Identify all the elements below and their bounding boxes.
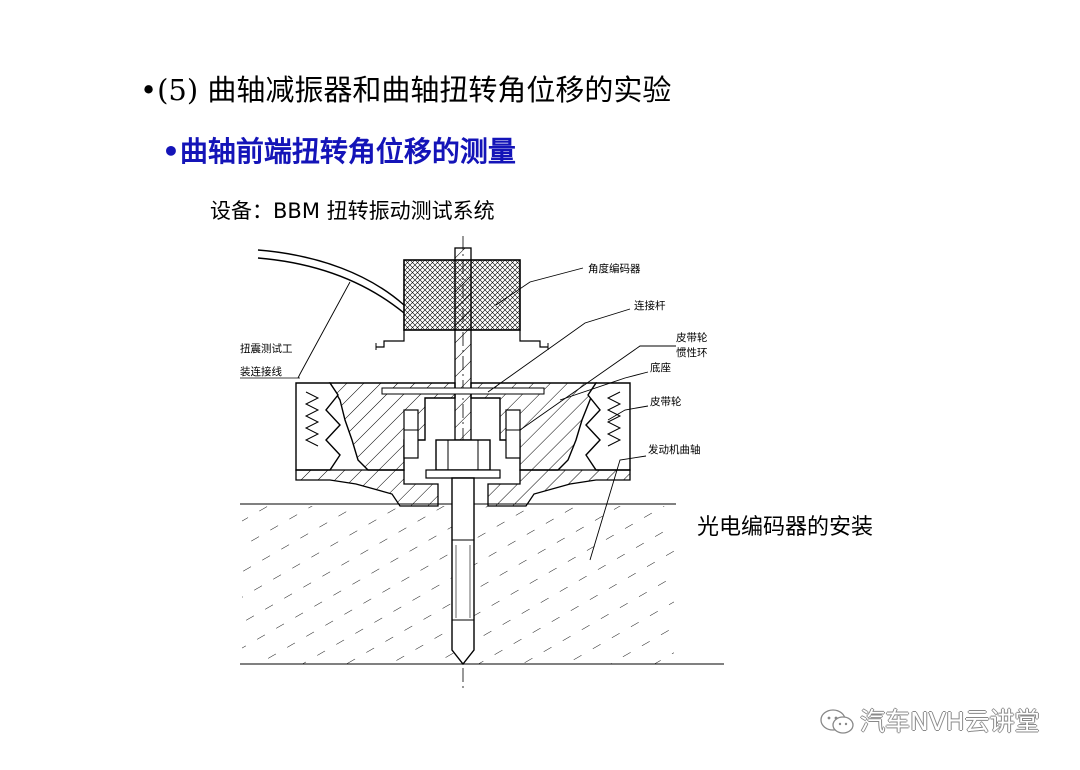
pulley-rim-right bbox=[585, 382, 631, 471]
watermark: 汽车NVH云讲堂 bbox=[818, 704, 1040, 740]
slide-subtitle: •曲轴前端扭转角位移的测量 bbox=[162, 135, 516, 168]
slide-title: •(5) 曲轴减振器和曲轴扭转角位移的实验 bbox=[140, 73, 672, 107]
bolt-right bbox=[505, 409, 521, 459]
figure-caption: 光电编码器的安装 bbox=[697, 515, 874, 540]
crankshaft-bolt bbox=[451, 477, 475, 666]
test-cable bbox=[257, 249, 405, 306]
label-pulley-ring-2: 惯性环 bbox=[676, 346, 708, 359]
wechat-icon bbox=[820, 709, 854, 734]
label-pulley-ring-1: 皮带轮 bbox=[676, 331, 708, 344]
label-rod: 连接杆 bbox=[634, 299, 666, 312]
label-pulley: 皮带轮 bbox=[650, 395, 682, 408]
label-encoder: 角度编码器 bbox=[588, 262, 641, 275]
label-crankshaft: 发动机曲轴 bbox=[648, 443, 701, 456]
watermark-text: 汽车NVH云讲堂 bbox=[860, 707, 1040, 736]
connecting-rod bbox=[454, 247, 472, 441]
equipment-line: 设备：BBM 扭转振动测试系统 bbox=[210, 199, 495, 223]
label-cable-1: 扭震测试工 bbox=[240, 342, 293, 355]
label-cable-2: 装连接线 bbox=[240, 365, 282, 378]
label-base: 底座 bbox=[650, 361, 671, 374]
encoder-bracket bbox=[376, 330, 548, 348]
pulley-rim-left bbox=[295, 382, 341, 471]
center-nut bbox=[435, 439, 491, 471]
pulley-hub bbox=[295, 469, 439, 507]
bolt-left bbox=[403, 409, 419, 459]
